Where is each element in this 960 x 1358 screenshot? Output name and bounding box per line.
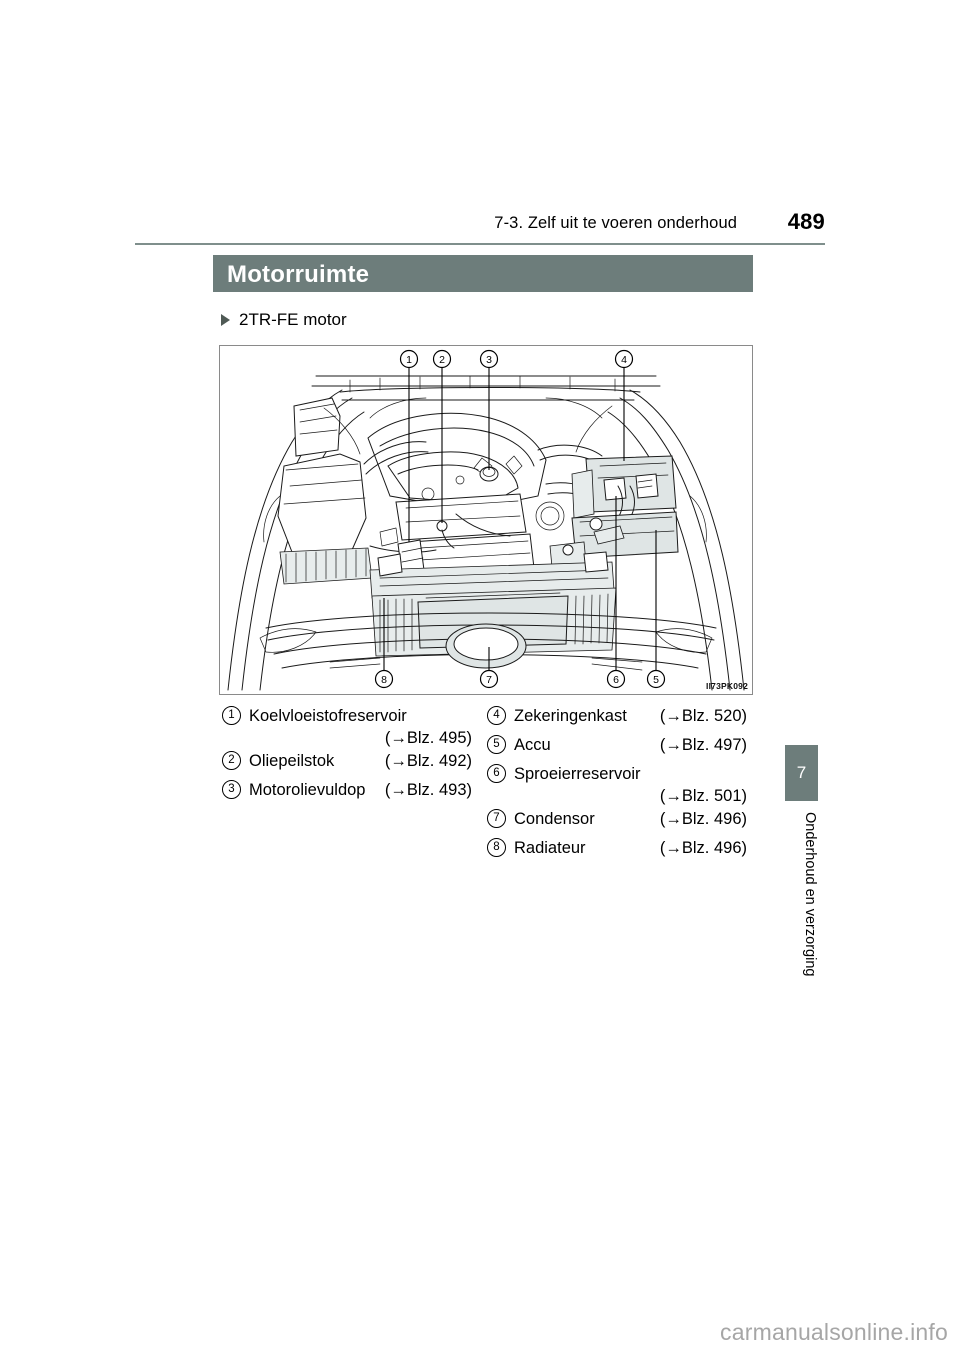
legend-label: Oliepeilstok xyxy=(249,752,335,770)
section-title-bar: Motorruimte xyxy=(213,255,753,292)
legend-item: 7 Condensor (→Blz. 496) xyxy=(487,809,747,835)
svg-text:2: 2 xyxy=(439,354,445,366)
page-header: 7-3. Zelf uit te voeren onderhoud 489 xyxy=(135,209,825,246)
chapter-tab-number: 7 xyxy=(785,745,818,801)
legend-page-reference[interactable]: (→Blz. 495) xyxy=(384,729,472,747)
subheading: 2TR-FE motor xyxy=(221,310,347,330)
legend-item: 6 Sproeierreservoir (→Blz. 501) xyxy=(487,764,747,806)
legend-row: 5 Accu (→Blz. 497) xyxy=(487,735,747,761)
legend-row: 2 Oliepeilstok (→Blz. 492) xyxy=(222,751,472,777)
engine-compartment-diagram: .ln { fill:none; stroke:#1a1a1a; stroke-… xyxy=(227,349,745,691)
legend-row: 4 Zekeringenkast (→Blz. 520) xyxy=(487,706,747,732)
legend-number-badge: 1 xyxy=(222,706,241,725)
subheading-label: 2TR-FE motor xyxy=(239,310,347,329)
legend-number-badge: 7 xyxy=(487,809,506,828)
legend-column-left: 1 Koelvloeistofreservoir (→Blz. 495) 2 Oliep… xyxy=(222,706,472,810)
legend-number-badge: 8 xyxy=(487,838,506,857)
legend-item: 8 Radiateur (→Blz. 496) xyxy=(487,838,747,864)
legend-item: 4 Zekeringenkast (→Blz. 520) xyxy=(487,706,747,732)
figure-callouts: 1 2 3 4 5 6 7 8 xyxy=(374,349,666,689)
legend-label: Sproeierreservoir xyxy=(514,765,641,783)
legend-row: 8 Radiateur (→Blz. 496) xyxy=(487,838,747,864)
legend-item: 3 Motorolievuldop (→Blz. 493) xyxy=(222,780,472,806)
legend-page-reference[interactable]: (→Blz. 496) xyxy=(659,839,747,857)
svg-text:6: 6 xyxy=(613,674,619,686)
legend-page-reference[interactable]: (→Blz. 497) xyxy=(659,736,747,754)
legend-number-badge: 4 xyxy=(487,706,506,725)
legend-row: 3 Motorolievuldop (→Blz. 493) xyxy=(222,780,472,806)
legend-row: 1 Koelvloeistofreservoir xyxy=(222,706,472,732)
site-watermark: carmanualsonline.info xyxy=(720,1319,948,1345)
legend-number-badge: 2 xyxy=(222,751,241,770)
legend-label: Motorolievuldop xyxy=(249,781,366,799)
legend-number-badge: 5 xyxy=(487,735,506,754)
header-section-title: 7-3. Zelf uit te voeren onderhoud xyxy=(494,214,737,232)
legend-column-right: 4 Zekeringenkast (→Blz. 520) 5 Accu (→Blz. 49… xyxy=(487,706,747,868)
engine-compartment-figure: .ln { fill:none; stroke:#1a1a1a; stroke-… xyxy=(219,345,753,695)
header-divider xyxy=(135,243,825,245)
figure-code: II73PK092 xyxy=(706,681,748,691)
legend-label: Radiateur xyxy=(514,839,586,857)
legend-row: 6 Sproeierreservoir xyxy=(487,764,747,790)
legend-row: 7 Condensor (→Blz. 496) xyxy=(487,809,747,835)
chapter-tab-label: Onderhoud en verzorging xyxy=(802,812,818,977)
legend-page-reference[interactable]: (→Blz. 520) xyxy=(659,707,747,725)
legend-label: Condensor xyxy=(514,810,595,828)
svg-text:4: 4 xyxy=(621,354,627,366)
legend-number-badge: 6 xyxy=(487,764,506,783)
page-number: 489 xyxy=(787,209,825,234)
legend-label: Koelvloeistofreservoir xyxy=(249,707,407,725)
legend-item: 1 Koelvloeistofreservoir (→Blz. 495) xyxy=(222,706,472,748)
svg-text:1: 1 xyxy=(406,354,412,366)
legend-item: 2 Oliepeilstok (→Blz. 492) xyxy=(222,751,472,777)
legend-label: Accu xyxy=(514,736,551,754)
legend-page-reference[interactable]: (→Blz. 501) xyxy=(659,787,747,805)
svg-text:3: 3 xyxy=(486,354,492,366)
section-title: Motorruimte xyxy=(227,261,370,288)
svg-text:7: 7 xyxy=(486,674,492,686)
triangle-right-icon xyxy=(221,314,230,326)
legend-page-reference[interactable]: (→Blz. 492) xyxy=(384,752,472,770)
legend-number-badge: 3 xyxy=(222,780,241,799)
svg-text:8: 8 xyxy=(381,674,387,686)
legend-item: 5 Accu (→Blz. 497) xyxy=(487,735,747,761)
chapter-number: 7 xyxy=(796,763,807,782)
legend-label: Zekeringenkast xyxy=(514,707,627,725)
legend-page-reference[interactable]: (→Blz. 493) xyxy=(384,781,472,799)
svg-text:5: 5 xyxy=(653,674,659,686)
legend-page-reference[interactable]: (→Blz. 496) xyxy=(659,810,747,828)
